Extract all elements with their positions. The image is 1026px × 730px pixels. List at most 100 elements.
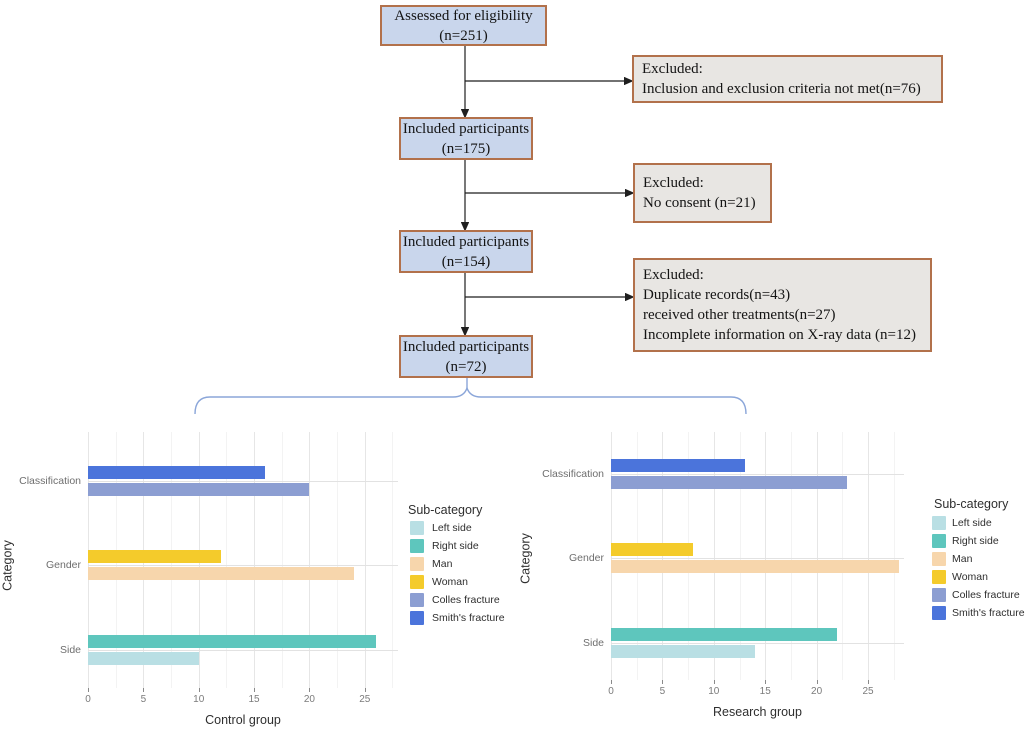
x-tick-mark <box>143 688 145 692</box>
gridline-major <box>765 432 767 680</box>
x-tick-label: 15 <box>759 686 771 697</box>
bar-smith-s-fracture <box>611 459 745 472</box>
x-tick-mark <box>868 680 870 684</box>
x-tick-label: 10 <box>193 694 205 705</box>
x-tick-label: 15 <box>248 694 260 705</box>
flow-box-assessed: Assessed for eligibility (n=251) <box>380 5 547 46</box>
flow-box-line: Incomplete information on X-ray data (n=… <box>643 327 916 343</box>
x-axis-title: Control group <box>205 713 281 727</box>
gridline-minor <box>337 432 339 688</box>
x-tick-mark <box>364 688 366 692</box>
flow-box-line: Inclusion and exclusion criteria not met… <box>642 81 921 97</box>
gridline-major <box>662 432 664 680</box>
gridline-category <box>611 643 904 644</box>
bar-left-side <box>611 645 755 658</box>
flow-box-line: (n=154) <box>441 253 491 270</box>
legend-swatch-man <box>410 557 424 571</box>
bar-colles-fracture <box>611 476 848 489</box>
x-tick-mark <box>88 688 89 692</box>
legend-label-smith-s-fracture: Smith's fracture <box>432 612 505 624</box>
gridline-major <box>611 432 612 680</box>
bar-colles-fracture <box>88 483 310 496</box>
x-tick-mark <box>713 680 715 684</box>
legend-label-left-side: Left side <box>432 522 472 534</box>
x-tick-label: 5 <box>659 686 666 697</box>
legend-swatch-right-side <box>410 539 424 553</box>
legend-label-woman: Woman <box>432 576 468 588</box>
flow-box-excluded-3: Excluded: Duplicate records(n=43) receiv… <box>633 258 932 352</box>
flow-box-included-175: Included participants (n=175) <box>399 117 533 160</box>
gridline-minor <box>790 432 792 680</box>
gridline-category <box>611 558 904 559</box>
legend-swatch-left-side <box>410 521 424 535</box>
flow-box-line: Duplicate records(n=43) <box>643 287 791 303</box>
x-axis-title: Research group <box>713 705 802 719</box>
x-tick-mark <box>309 688 311 692</box>
x-tick-mark <box>662 680 664 684</box>
legend-label-woman: Woman <box>952 571 988 583</box>
bar-man <box>611 560 899 573</box>
gridline-major <box>868 432 870 680</box>
flow-box-line: Excluded: <box>642 61 703 77</box>
category-label-side: Side <box>59 644 81 656</box>
x-tick-mark <box>254 688 256 692</box>
legend-label-colles-fracture: Colles fracture <box>952 589 1020 601</box>
x-tick-label: 25 <box>359 694 371 705</box>
flow-box-line: (n=175) <box>441 140 491 157</box>
legend-swatch-man <box>932 552 946 566</box>
x-tick-mark <box>611 680 612 684</box>
gridline-major <box>254 432 256 688</box>
x-tick-label: 0 <box>85 694 91 705</box>
gridline-category <box>88 565 398 566</box>
x-tick-label: 0 <box>608 686 614 697</box>
gridline-minor <box>281 432 283 688</box>
x-tick-label: 10 <box>708 686 720 697</box>
x-tick-mark <box>765 680 767 684</box>
x-tick-label: 20 <box>811 686 823 697</box>
gridline-minor <box>739 432 741 680</box>
legend-label-left-side: Left side <box>952 517 992 529</box>
category-label-side: Side <box>582 637 604 649</box>
flow-box-line: Included participants <box>402 120 530 137</box>
legend-swatch-right-side <box>932 534 946 548</box>
bar-right-side <box>88 635 376 648</box>
bar-left-side <box>88 652 199 665</box>
flow-box-included-72: Included participants (n=72) <box>399 335 533 378</box>
gridline-minor <box>226 432 228 688</box>
x-tick-mark <box>198 688 200 692</box>
legend-label-colles-fracture: Colles fracture <box>432 594 500 606</box>
legend-swatch-left-side <box>932 516 946 530</box>
gridline-minor <box>688 432 690 680</box>
gridline-minor <box>392 432 394 688</box>
flow-box-line: Excluded: <box>643 267 704 283</box>
flow-box-line: Excluded: <box>643 175 704 191</box>
category-label-classification: Classification <box>542 468 604 480</box>
legend-title: Sub-category <box>934 497 1009 511</box>
curly-brace <box>194 385 747 415</box>
flow-box-included-154: Included participants (n=154) <box>399 230 533 273</box>
legend-label-right-side: Right side <box>952 535 999 547</box>
legend-label-right-side: Right side <box>432 540 479 552</box>
category-label-gender: Gender <box>45 559 81 571</box>
bar-woman <box>88 550 221 563</box>
flow-box-line: (n=72) <box>445 358 487 375</box>
bar-right-side <box>611 628 838 641</box>
flow-box-line: Assessed for eligibility <box>394 7 533 24</box>
bar-smith-s-fracture <box>88 466 266 479</box>
flow-box-line: No consent (n=21) <box>643 195 756 211</box>
gridline-category <box>611 474 904 475</box>
gridline-major <box>713 432 715 680</box>
legend-swatch-woman <box>410 575 424 589</box>
bar-woman <box>611 543 694 556</box>
gridline-major <box>364 432 366 688</box>
gridline-minor <box>636 432 638 680</box>
legend-label-smith-s-fracture: Smith's fracture <box>952 607 1025 619</box>
legend-label-man: Man <box>952 553 973 565</box>
legend-label-man: Man <box>432 558 453 570</box>
flow-box-line: Included participants <box>402 338 530 355</box>
legend-title: Sub-category <box>408 503 483 517</box>
flow-box-excluded-2: Excluded: No consent (n=21) <box>633 163 772 223</box>
flow-box-excluded-1: Excluded: Inclusion and exclusion criter… <box>632 55 943 103</box>
